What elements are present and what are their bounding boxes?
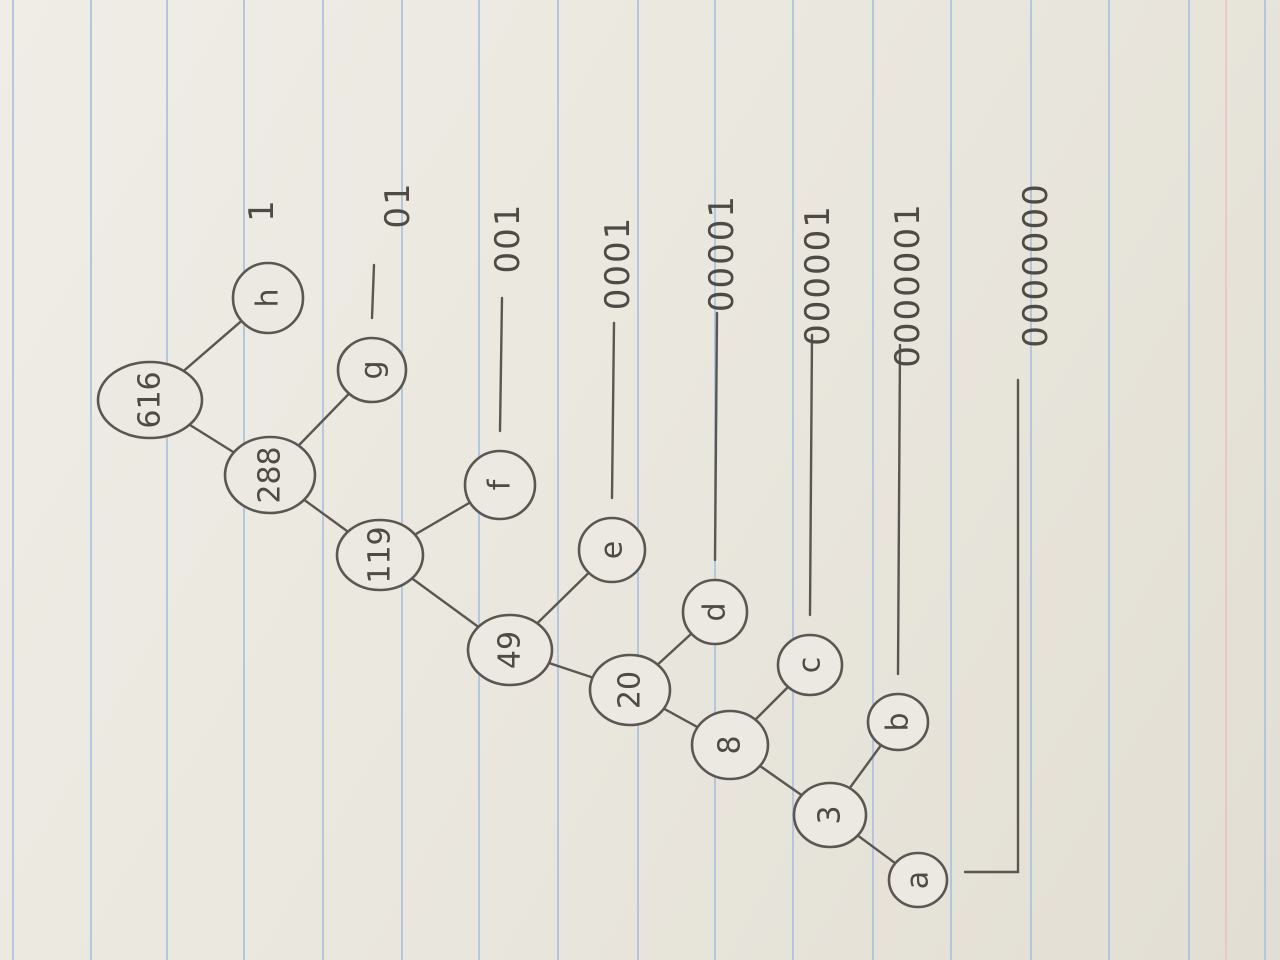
margin-line	[1225, 0, 1227, 960]
node-circle	[690, 709, 770, 781]
node-circle	[681, 578, 749, 646]
tree-node-h: h	[231, 261, 305, 335]
node-label: 3	[813, 805, 848, 824]
ruled-line	[1188, 0, 1190, 960]
tree-nodes: 616 288 119 49 20 8 3 h g f e d c b a	[96, 261, 949, 909]
node-label: 616	[133, 371, 168, 428]
node-circle	[866, 692, 930, 752]
ruled-line	[792, 0, 794, 960]
code-f: 001	[488, 203, 528, 274]
tree-node-n8: 8	[690, 709, 770, 781]
node-label: 49	[493, 631, 528, 669]
node-circle	[577, 516, 647, 584]
code-a: 0000000	[1016, 182, 1056, 347]
tree-node-c: c	[776, 633, 844, 697]
code-e: 0001	[598, 216, 638, 311]
node-label: e	[595, 541, 630, 559]
node-label: f	[483, 478, 518, 490]
node-label: 20	[613, 671, 648, 709]
node-circle	[776, 633, 844, 697]
node-circle	[335, 518, 425, 592]
node-label: a	[901, 871, 936, 889]
tree-node-g: g	[336, 336, 408, 404]
node-label: 119	[363, 526, 398, 583]
code-connector-c	[808, 333, 814, 617]
node-circle	[96, 360, 204, 440]
tree-node-d: d	[681, 578, 749, 646]
tree-node-root: 616	[96, 360, 204, 440]
node-label: 288	[253, 446, 288, 503]
code-c: 000001	[798, 204, 838, 346]
node-label: h	[251, 288, 286, 307]
node-circle	[887, 851, 949, 909]
ruled-line	[1264, 0, 1266, 960]
code-connector-g	[370, 263, 376, 320]
code-connector-e	[610, 321, 616, 500]
code-connector-f	[498, 296, 504, 433]
node-circle	[463, 449, 537, 521]
ruled-line	[166, 0, 168, 960]
tree-node-n3: 3	[792, 781, 868, 849]
ruled-line	[322, 0, 324, 960]
code-table: 1 01 001 0001 00001 000001 0000001 0000000	[242, 181, 1056, 874]
ruled-line	[1108, 0, 1110, 960]
tree-node-a: a	[887, 851, 949, 909]
node-circle	[588, 653, 672, 727]
node-label: d	[698, 602, 733, 621]
code-b: 0000001	[888, 202, 928, 367]
code-g: 01	[378, 181, 418, 228]
node-label: c	[793, 657, 828, 674]
tree-node-n20: 20	[588, 653, 672, 727]
node-label: 8	[713, 735, 748, 754]
code-connector-a	[963, 378, 1020, 874]
node-circle	[336, 336, 408, 404]
node-circle	[223, 435, 317, 515]
ruled-line	[401, 0, 403, 960]
ruled-line	[1030, 0, 1032, 960]
node-label: b	[881, 712, 916, 731]
ruled-line	[90, 0, 92, 960]
code-connector-b	[896, 343, 902, 676]
node-label: g	[355, 360, 390, 379]
node-circle	[466, 613, 554, 687]
code-connector-d	[713, 311, 719, 562]
ruled-line	[637, 0, 639, 960]
ruled-line	[557, 0, 559, 960]
tree-node-n49: 49	[466, 613, 554, 687]
tree-node-n119: 119	[335, 518, 425, 592]
code-h: 1	[242, 198, 282, 222]
tree-node-b: b	[866, 692, 930, 752]
node-circle	[792, 781, 868, 849]
ruled-line	[12, 0, 14, 960]
tree-node-e: e	[577, 516, 647, 584]
code-d: 00001	[702, 194, 742, 312]
ruled-line	[872, 0, 874, 960]
tree-node-n288: 288	[223, 435, 317, 515]
node-circle	[231, 261, 305, 335]
ruled-line	[950, 0, 952, 960]
tree-node-f: f	[463, 449, 537, 521]
